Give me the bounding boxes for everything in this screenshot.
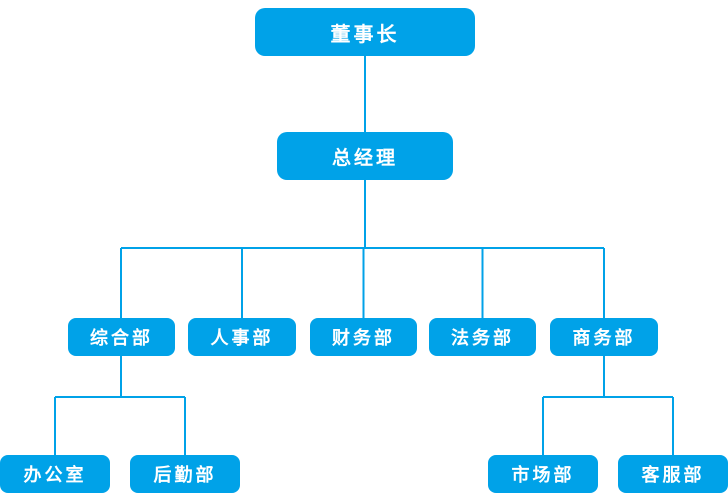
org-node-dept-hr[interactable]: 人事部 [188,318,296,356]
org-node-chairman[interactable]: 董事长 [255,8,475,56]
org-node-marketing[interactable]: 市场部 [488,455,598,493]
org-node-office[interactable]: 办公室 [0,455,110,493]
org-node-dept-general[interactable]: 综合部 [68,318,175,356]
org-node-dept-business[interactable]: 商务部 [550,318,658,356]
org-node-customer-service[interactable]: 客服部 [618,455,728,493]
org-node-logistics[interactable]: 后勤部 [130,455,240,493]
org-node-dept-finance[interactable]: 财务部 [310,318,417,356]
org-node-general-manager[interactable]: 总经理 [277,132,453,180]
org-node-dept-legal[interactable]: 法务部 [429,318,536,356]
